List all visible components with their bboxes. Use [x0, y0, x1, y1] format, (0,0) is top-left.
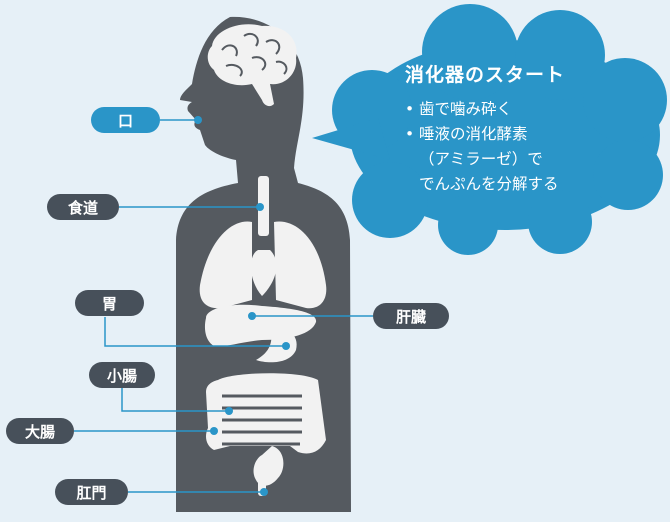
- label-small-intestine: 小腸: [89, 362, 155, 388]
- bullet-item: •唾液の消化酵素: [405, 125, 528, 143]
- bullet-continuation: （アミラーゼ）で: [419, 150, 543, 168]
- label-mouth: 口: [91, 107, 160, 133]
- label-stomach: 胃: [75, 290, 144, 316]
- label-large-intestine: 大腸: [6, 418, 74, 444]
- speech-bubble: [312, 4, 667, 255]
- bullet-continuation: でんぷんを分解する: [419, 175, 559, 193]
- small-intestine-loops: [222, 394, 302, 446]
- leader-lines: [74, 119, 373, 493]
- leader-dots: [194, 116, 290, 496]
- speech-bubble-content: 消化器のスタート •歯で噛み砕く •唾液の消化酵素 （アミラーゼ）で でんぷんを…: [405, 60, 655, 197]
- brain-icon: [207, 24, 297, 107]
- label-anus: 肛門: [55, 479, 128, 505]
- bullet-item: •歯で噛み砕く: [405, 100, 513, 118]
- bullet-text: 唾液の消化酵素: [419, 125, 528, 143]
- label-esophagus: 食道: [47, 194, 119, 220]
- bubble-title: 消化器のスタート: [405, 64, 566, 86]
- bullet-text: 歯で噛み砕く: [419, 100, 513, 118]
- label-liver: 肝臓: [373, 303, 449, 329]
